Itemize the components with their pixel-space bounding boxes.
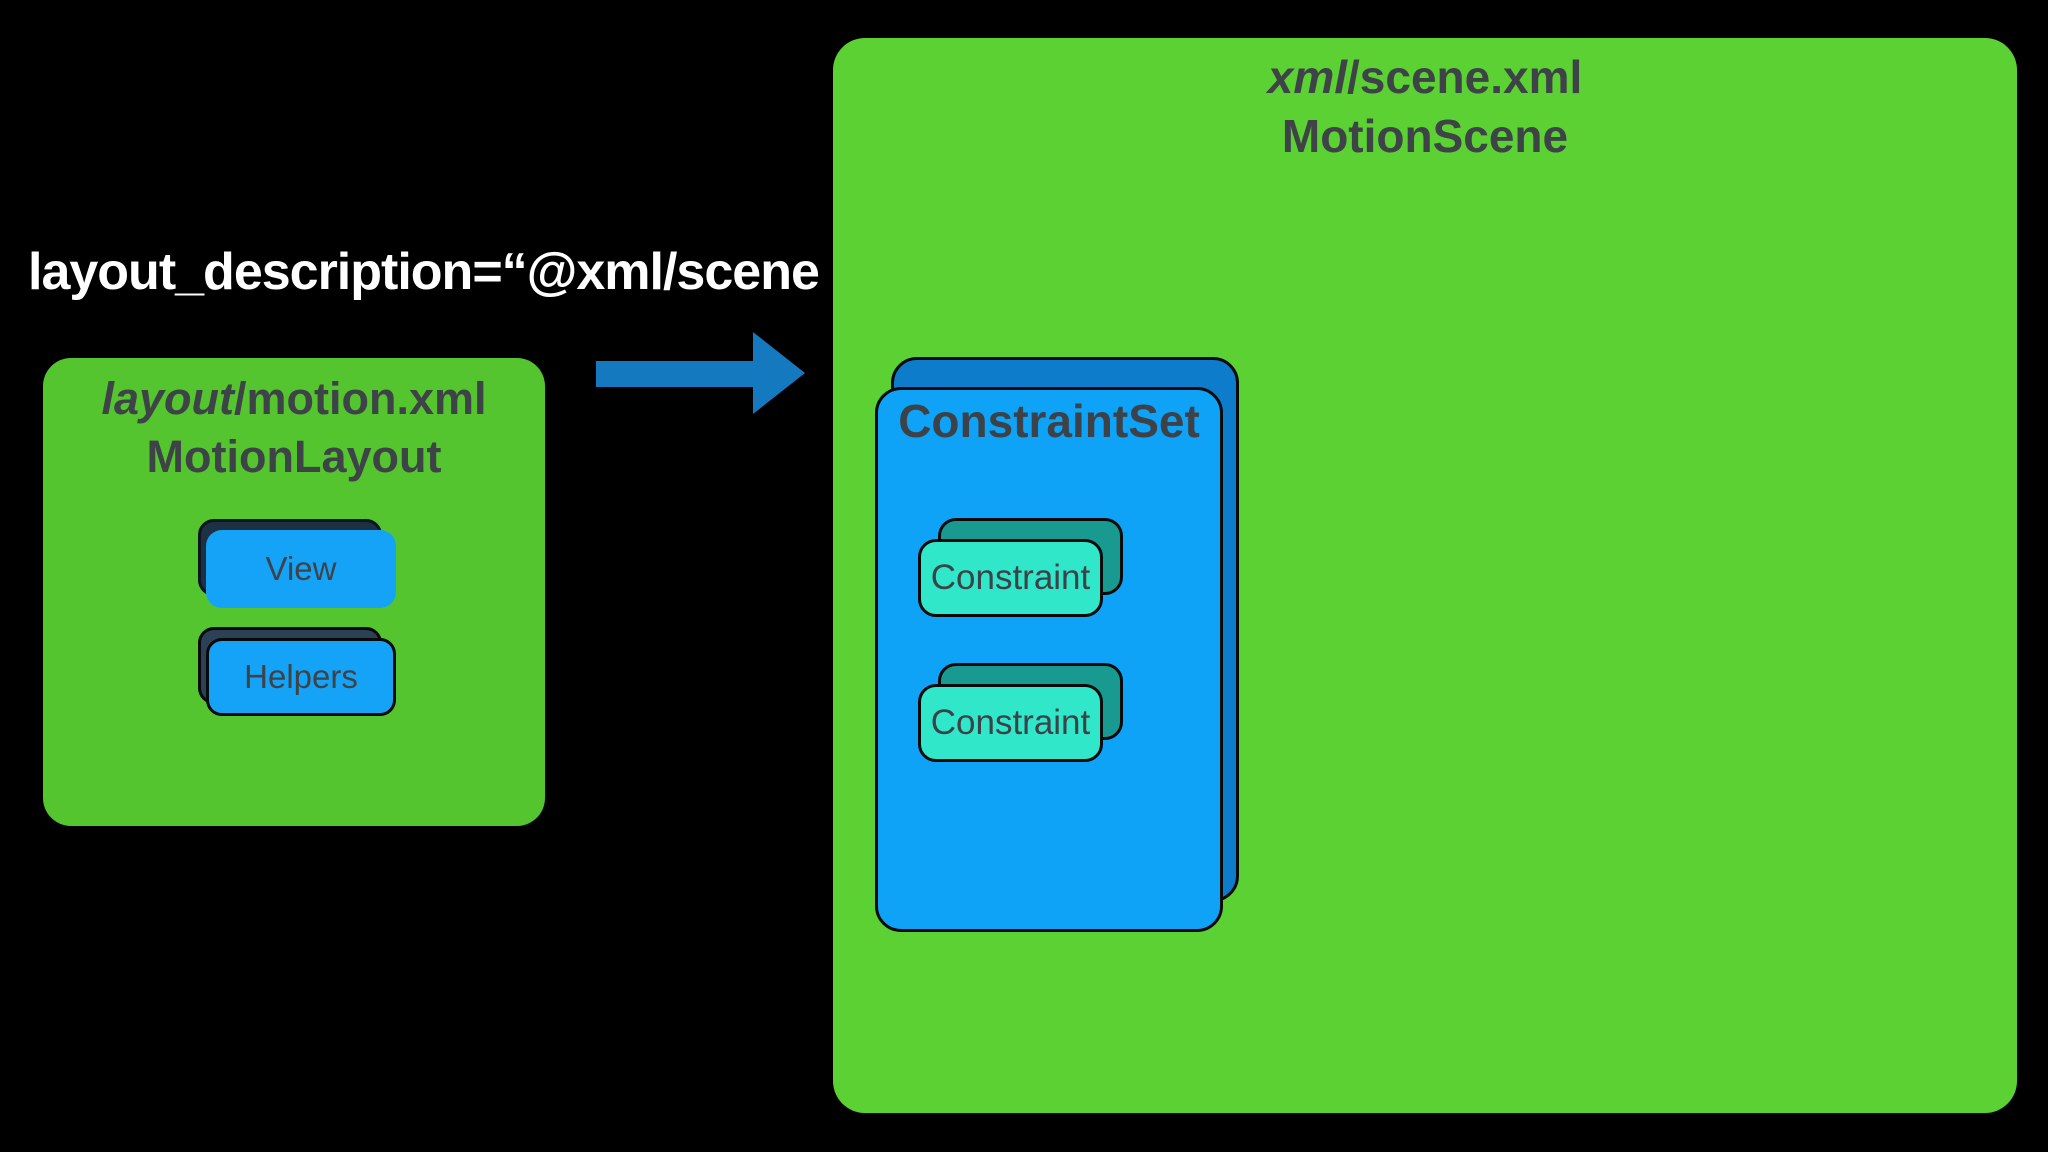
motion-layout-classname: MotionLayout [146, 430, 442, 482]
constraint-card-stack: Constraint [918, 518, 1128, 620]
constraint-card-label: Constraint [930, 703, 1091, 742]
view-card: View [206, 530, 396, 608]
view-card-stack: View [198, 519, 398, 611]
constraint-card: Constraint [918, 684, 1103, 762]
arrow-right-icon [596, 332, 805, 414]
constraint-card-stack: Constraint [918, 663, 1128, 765]
constraint-set-title: ConstraintSet [898, 395, 1200, 447]
filename-dir-italic: layout [101, 373, 234, 424]
constraint-set-stack: ConstraintSet Constraint Constraint [859, 349, 1289, 959]
helpers-card-stack: Helpers [198, 627, 398, 719]
helpers-card-label: Helpers [244, 658, 358, 695]
constraint-card: Constraint [918, 539, 1103, 617]
constraint-set-box: ConstraintSet Constraint Constraint [875, 387, 1223, 932]
view-card-label: View [265, 550, 337, 587]
layout-description-annotation: layout_description=“@xml/scene [28, 243, 820, 301]
motion-scene-box: xml/scene.xml MotionScene ConstraintSet … [833, 38, 2017, 1113]
constraint-card-label: Constraint [930, 558, 1091, 597]
scene-dir-italic: xml [1267, 51, 1347, 103]
filename-rest: /motion.xml [234, 373, 487, 424]
motion-layout-filename: layout/motion.xml [43, 370, 545, 428]
motion-layout-title: layout/motion.xml MotionLayout [43, 370, 545, 485]
helpers-card: Helpers [206, 638, 396, 716]
motion-layout-box: layout/motion.xml MotionLayout View Help… [43, 358, 545, 826]
motion-scene-classname: MotionScene [1281, 109, 1569, 162]
scene-filename: xml/scene.xml [833, 48, 2017, 107]
scene-filename-rest: /scene.xml [1347, 51, 1583, 103]
motion-scene-title: xml/scene.xml MotionScene [833, 48, 2017, 166]
